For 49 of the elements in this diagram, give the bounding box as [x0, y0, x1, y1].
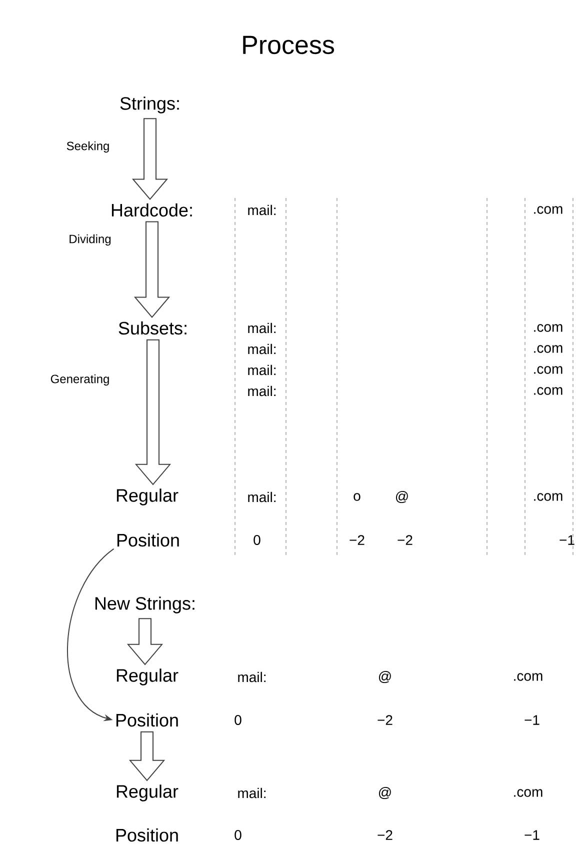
cell-value: o [354, 493, 360, 501]
cell-value: .com [534, 387, 562, 395]
cell-value: mail: [248, 492, 276, 502]
cell-value: −1 [524, 830, 540, 840]
row-heading: Strings: [120, 96, 179, 114]
cell-value: −2 [350, 535, 364, 545]
hollow-arrow [134, 339, 172, 486]
edge-label: Generating [50, 374, 109, 386]
cell-value: mail: [248, 204, 276, 216]
hollow-arrow [132, 118, 168, 200]
row-heading: New Strings: [95, 596, 194, 614]
cell-value: @ [379, 670, 391, 684]
cell-value: mail: [248, 386, 276, 396]
row-heading: Position [117, 533, 179, 547]
cell-value: .com [534, 206, 562, 214]
row-heading: Regular [116, 668, 178, 686]
cell-value: .com [514, 673, 542, 681]
row-heading: Regular [116, 784, 178, 802]
cell-value: .com [534, 324, 562, 332]
hollow-arrow [128, 731, 166, 782]
hollow-arrow [134, 221, 170, 318]
title: Process [243, 36, 334, 54]
cell-value: @ [379, 786, 391, 800]
row-heading: Subsets: [118, 321, 186, 335]
cell-value: −1 [524, 715, 540, 725]
cell-value: .com [534, 493, 562, 501]
hollow-arrow [126, 618, 164, 666]
edge-label: Dividing [70, 234, 111, 246]
cell-value: .com [534, 345, 562, 353]
cell-value: mail: [248, 344, 276, 354]
cell-value: 0 [234, 715, 242, 725]
cell-value: 0 [254, 535, 260, 545]
cell-value: .com [514, 789, 542, 797]
cell-value: −2 [378, 830, 392, 840]
cell-value: @ [396, 490, 408, 504]
cell-value: mail: [238, 672, 266, 682]
row-heading: Position [116, 713, 178, 727]
edge-label: Seeking [66, 141, 109, 153]
cell-value: −2 [398, 535, 412, 545]
cell-value: mail: [248, 322, 276, 334]
cell-value: mail: [238, 788, 266, 798]
row-heading: Regular [116, 488, 178, 506]
cell-value: −1 [560, 535, 574, 545]
cell-value: mail: [248, 364, 276, 376]
cell-value: −2 [378, 715, 392, 725]
row-heading: Hardcode: [112, 203, 192, 217]
cell-value: 0 [234, 830, 242, 840]
cell-value: .com [534, 366, 562, 374]
row-heading: Position [116, 828, 178, 842]
